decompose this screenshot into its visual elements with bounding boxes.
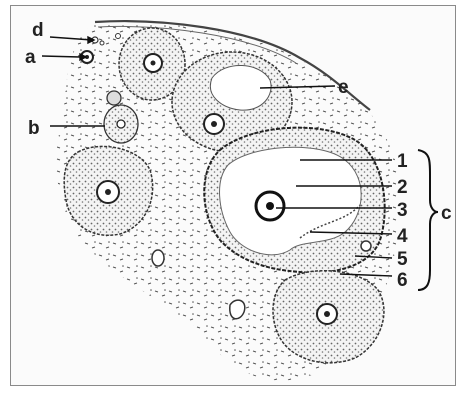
label-5: 5 — [397, 249, 408, 270]
follicle-bottom — [273, 271, 384, 363]
label-d: d — [32, 20, 44, 41]
label-2: 2 — [397, 177, 408, 198]
bracket-c — [418, 150, 438, 290]
label-1: 1 — [397, 151, 408, 172]
label-6: 6 — [397, 270, 408, 291]
label-e: e — [338, 77, 349, 98]
label-a: a — [25, 47, 36, 68]
label-c: c — [441, 203, 452, 224]
label-b: b — [28, 118, 40, 139]
follicle-c — [204, 128, 384, 273]
follicle-left — [64, 146, 152, 235]
label-3: 3 — [397, 200, 408, 221]
label-4: 4 — [397, 226, 408, 247]
